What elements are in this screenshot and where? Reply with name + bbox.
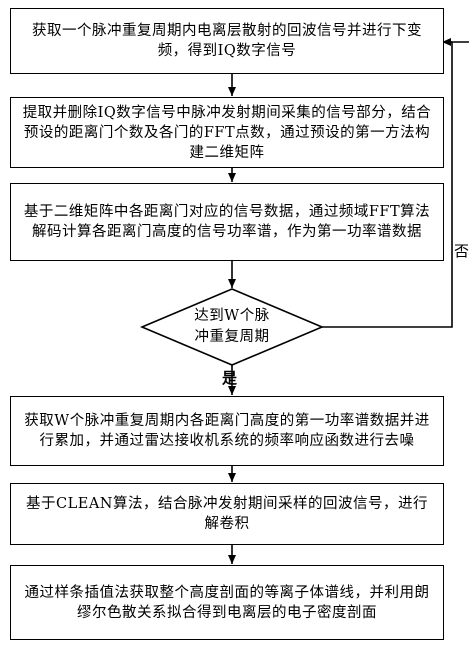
decision-yes-label: 是 [222,369,238,387]
step-6-text: 通过样条插值法获取整个高度剖面的等离子体谱线，并利用朗缪尔色散关系拟合得到电离层… [24,584,430,621]
step-2-text: 提取并删除IQ数字信号中脉冲发射期间采集的信号部分，结合预设的距离门个数及各门的… [22,104,432,161]
step-4-text: 获取W个脉冲重复周期内各距离门高度的第一功率谱数据并进行累加，并通过雷达接收机系… [24,413,430,449]
step-3-text: 基于二维矩阵中各距离门对应的信号数据，通过频域FFT算法解码计算各距离门高度的信… [23,204,431,240]
step-2-box: 提取并删除IQ数字信号中脉冲发射期间采集的信号部分，结合预设的距离门个数及各门的… [10,97,444,168]
step-6-box: 通过样条插值法获取整个高度剖面的等离子体谱线，并利用朗缪尔色散关系拟合得到电离层… [10,565,444,640]
step-3-box: 基于二维矩阵中各距离门对应的信号数据，通过频域FFT算法解码计算各距离门高度的信… [10,183,444,261]
step-5-text: 基于CLEAN算法，结合脉冲发射期间采样的回波信号，进行解卷积 [26,496,428,532]
step-1-text: 获取一个脉冲重复周期内电离层散射的回波信号并进行下变频，得到IQ数字信号 [32,23,422,59]
step-4-box: 获取W个脉冲重复周期内各距离门高度的第一功率谱数据并进行累加，并通过雷达接收机系… [10,396,444,466]
step-5-box: 基于CLEAN算法，结合脉冲发射期间采样的回波信号，进行解卷积 [10,483,444,545]
step-1-box: 获取一个脉冲重复周期内电离层散射的回波信号并进行下变频，得到IQ数字信号 [10,8,444,74]
decision-no-label: 否 [454,242,470,260]
feedback-no-path [322,41,469,328]
decision-text: 达到W个脉冲重复周期 [194,308,270,345]
